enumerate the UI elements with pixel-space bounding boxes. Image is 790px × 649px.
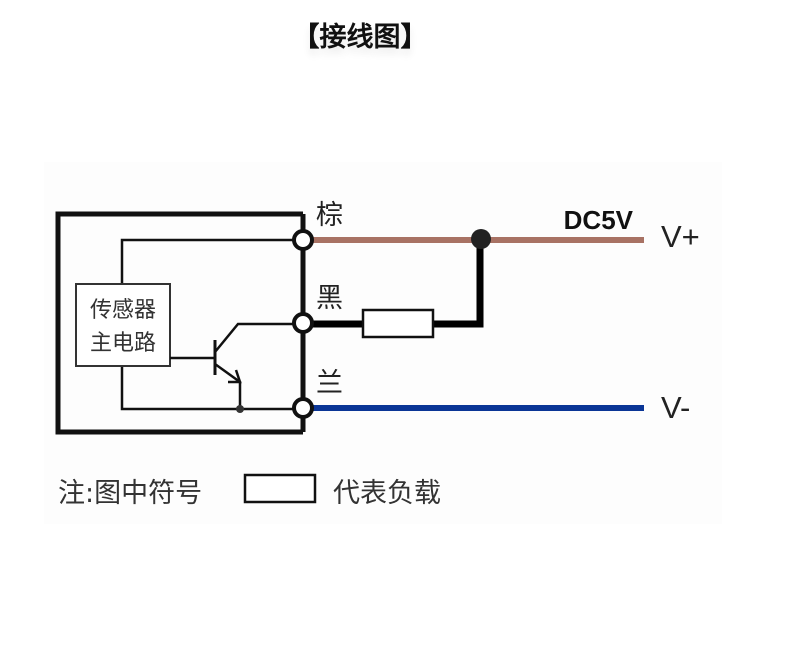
load-resistor-icon (361, 308, 435, 339)
sensor-enclosure (55, 211, 303, 435)
wire-label-blue: 兰 (316, 368, 343, 399)
wire-label-black: 黑 (316, 283, 343, 314)
wire-label-brown: 棕 (316, 200, 343, 231)
supply-voltage-label: DC5V (564, 205, 634, 235)
rail-positive-label: V+ (661, 219, 700, 254)
terminal-black (292, 312, 314, 334)
terminal-brown (292, 229, 314, 251)
module-label-line2: 主电路 (90, 331, 156, 356)
internal-supply-wire (120, 238, 296, 284)
sensor-main-circuit-box (75, 283, 171, 367)
note-suffix: 代表负载 (333, 478, 441, 509)
load-symbol-legend-icon (243, 473, 317, 504)
note-prefix: 注:图中符号 (58, 478, 202, 509)
module-label-line1: 传感器 (90, 298, 156, 323)
emitter-junction-dot (236, 405, 244, 413)
supply-junction-dot (471, 229, 491, 249)
rail-negative-label: V- (661, 390, 690, 425)
internal-ground-wire (120, 366, 296, 411)
npn-transistor-icon (170, 322, 296, 409)
diagram-title: 【接线图】 (292, 22, 428, 53)
terminal-blue (292, 397, 314, 419)
